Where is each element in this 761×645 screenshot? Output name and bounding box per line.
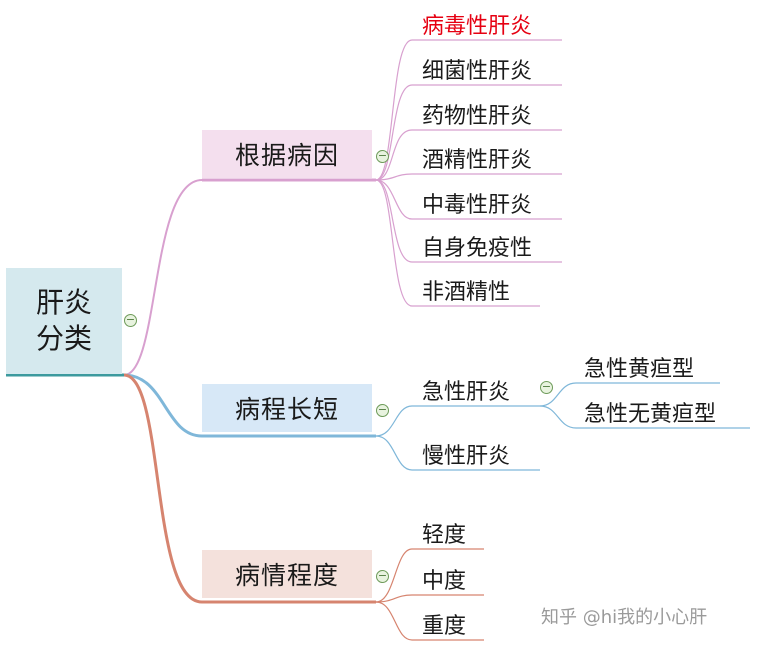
category-by-severity[interactable]: 病情程度: [202, 550, 372, 598]
leaf-chronic-hepatitis[interactable]: 慢性肝炎: [422, 444, 511, 469]
root-node-hepatitis-classification[interactable]: 肝炎 分类: [6, 268, 122, 374]
leaf-autoimmune[interactable]: 自身免疫性: [422, 236, 533, 261]
watermark: 知乎 @hi我的小心肝: [541, 607, 708, 628]
leaf-viral-hepatitis[interactable]: 病毒性肝炎: [422, 14, 533, 39]
leaf-toxic-hepatitis[interactable]: 中毒性肝炎: [422, 193, 533, 218]
leaf-non-alcoholic[interactable]: 非酒精性: [422, 280, 511, 305]
leaf-acute-hepatitis[interactable]: 急性肝炎: [422, 380, 511, 405]
leaf-drug-hepatitis[interactable]: 药物性肝炎: [422, 104, 533, 129]
leaf-bacterial-hepatitis[interactable]: 细菌性肝炎: [422, 59, 533, 84]
leaf-acute-icteric[interactable]: 急性黄疸型: [584, 357, 695, 382]
leaf-alcoholic-hepatitis[interactable]: 酒精性肝炎: [422, 148, 533, 173]
category-by-cause[interactable]: 根据病因: [202, 130, 372, 178]
category-by-duration[interactable]: 病程长短: [202, 384, 372, 432]
leaf-mild[interactable]: 轻度: [422, 523, 467, 548]
root-label-line2: 分类: [35, 322, 92, 355]
acute-collapse-icon[interactable]: −: [540, 380, 553, 394]
leaf-severe[interactable]: 重度: [422, 614, 467, 639]
leaf-moderate[interactable]: 中度: [422, 569, 467, 594]
cause-collapse-icon[interactable]: −: [376, 149, 389, 163]
severity-collapse-icon[interactable]: −: [376, 569, 389, 583]
leaf-acute-anicteric[interactable]: 急性无黄疸型: [584, 402, 717, 427]
duration-collapse-icon[interactable]: −: [376, 403, 389, 417]
root-label-line1: 肝炎: [35, 286, 92, 319]
root-collapse-icon[interactable]: −: [124, 313, 137, 327]
